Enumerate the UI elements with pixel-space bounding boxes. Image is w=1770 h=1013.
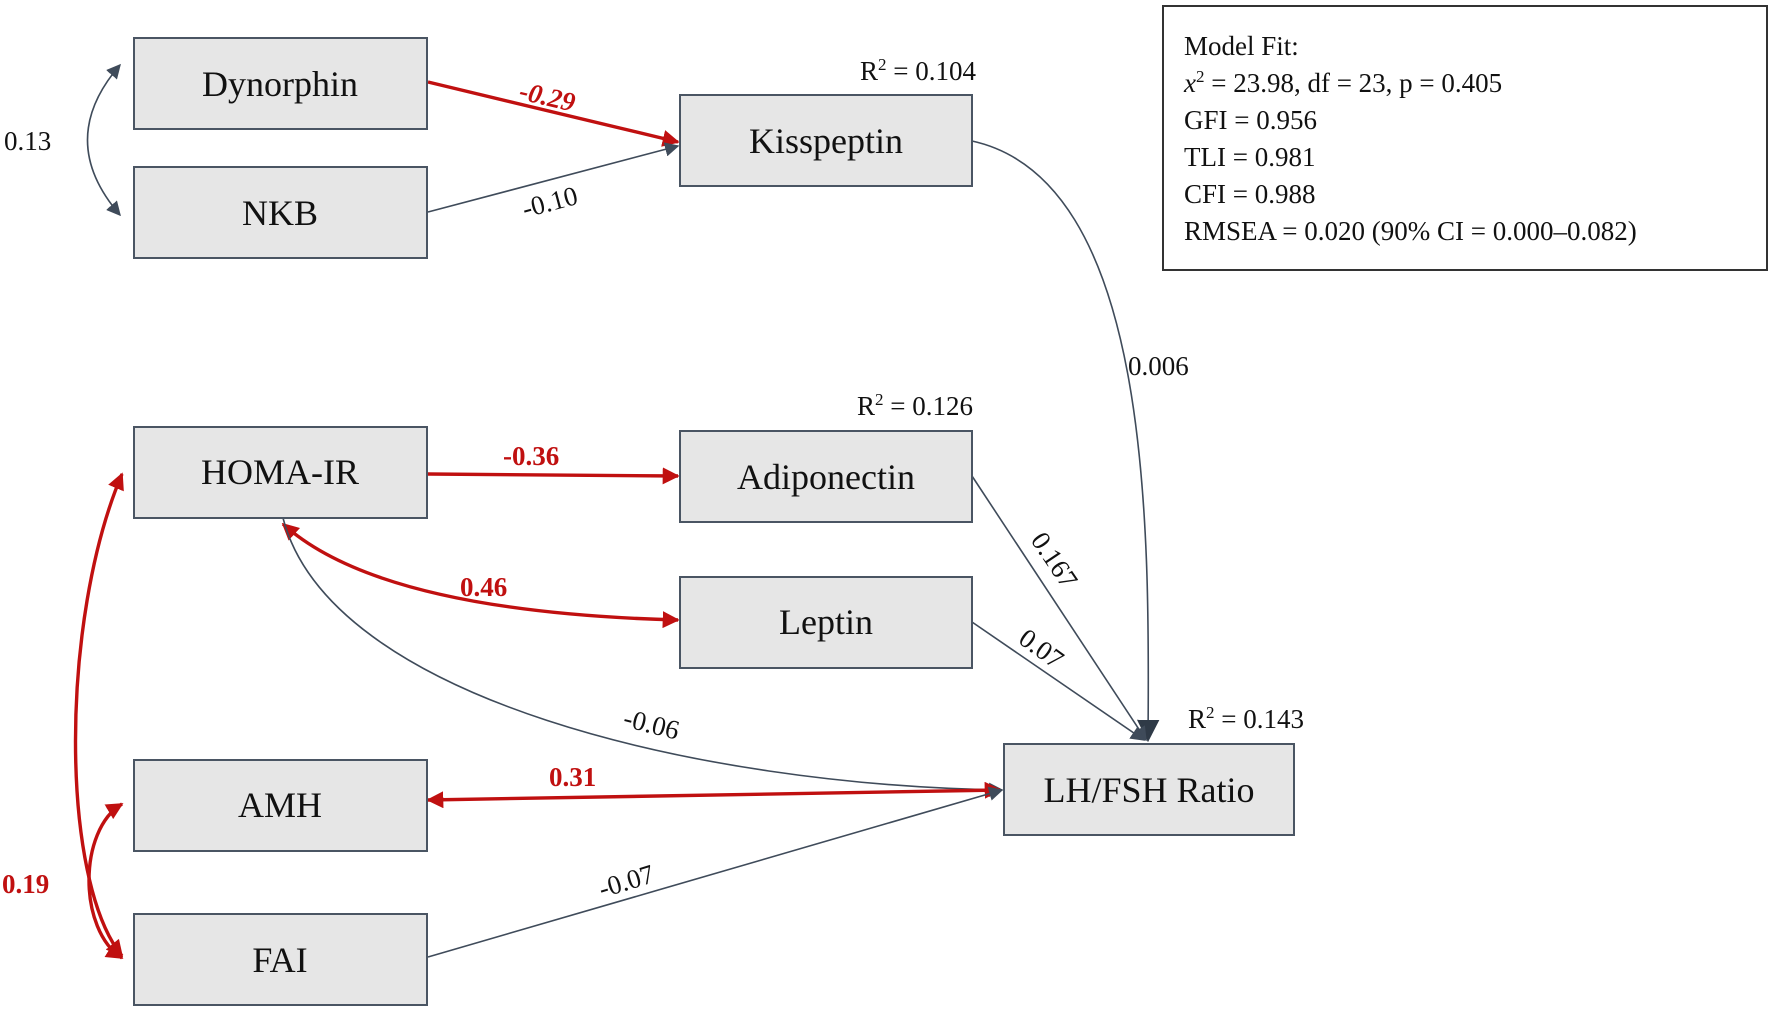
coef-homa-adiponectin: -0.36	[503, 441, 559, 471]
node-leptin: Leptin	[679, 576, 973, 669]
edge-dynorphin-kisspeptin	[427, 80, 680, 147]
node-nkb-label: NKB	[242, 193, 318, 233]
edge-homa-leptin	[281, 522, 680, 629]
coef-homa-lhfsh: -0.06	[621, 703, 683, 746]
coef-leptin-lhfsh: 0.07	[1013, 623, 1069, 675]
edge-fai-lhfsh	[427, 786, 1004, 958]
node-lh-fsh-label: LH/FSH Ratio	[1043, 770, 1254, 810]
node-nkb: NKB	[133, 166, 428, 259]
model-fit-title: Model Fit:	[1184, 31, 1299, 61]
edge-homa-fai	[73, 472, 124, 958]
node-kisspeptin-label: Kisspeptin	[749, 121, 903, 161]
coef-amh-lhfsh: 0.31	[549, 762, 596, 792]
model-fit-cfi: CFI = 0.988	[1184, 179, 1316, 209]
edge-homa-adiponectin	[427, 467, 680, 485]
node-dynorphin-label: Dynorphin	[202, 64, 358, 104]
edge-leptin-lhfsh	[971, 621, 1146, 741]
coef-dynorphin-nkb: 0.13	[4, 126, 51, 156]
edge-nkb-kisspeptin	[427, 142, 680, 213]
coef-kisspeptin-lhfsh: 0.006	[1128, 351, 1189, 381]
model-fit-rmsea: RMSEA = 0.020 (90% CI = 0.000–0.082)	[1184, 216, 1637, 246]
model-fit-chi-square: x2 = 23.98, df = 23, p = 0.405	[1183, 67, 1502, 98]
model-fit-tli: TLI = 0.981	[1184, 142, 1315, 172]
node-fai: FAI	[133, 913, 428, 1006]
r2-lh-fsh: R2 = 0.143	[1188, 703, 1304, 734]
model-fit-gfi: GFI = 0.956	[1184, 105, 1317, 135]
r2-adiponectin: R2 = 0.126	[857, 390, 973, 421]
node-lh-fsh: LH/FSH Ratio	[1003, 743, 1295, 836]
model-fit-box: Model Fit: x2 = 23.98, df = 23, p = 0.40…	[1162, 5, 1768, 271]
coef-fai-lhfsh: -0.07	[595, 859, 658, 904]
node-amh: AMH	[133, 759, 428, 852]
r2-kisspeptin: R2 = 0.104	[860, 55, 976, 86]
coef-adiponectin-lhfsh: 0.167	[1025, 527, 1084, 594]
node-fai-label: FAI	[252, 940, 307, 980]
edge-kisspeptin-lhfsh	[971, 140, 1160, 743]
node-amh-label: AMH	[238, 785, 322, 825]
edge-amh-lhfsh	[426, 781, 1002, 809]
node-kisspeptin: Kisspeptin	[679, 94, 973, 187]
edge-adiponectin-lhfsh	[971, 475, 1147, 742]
coef-nkb-kisspeptin: -0.10	[519, 180, 581, 224]
coef-amh-fai: 0.19	[2, 869, 49, 899]
node-dynorphin: Dynorphin	[133, 37, 428, 130]
edge-amh-fai	[87, 802, 124, 960]
node-homa-ir: HOMA-IR	[133, 426, 428, 519]
node-homa-ir-label: HOMA-IR	[201, 452, 359, 492]
edge-dynorphin-nkb	[86, 63, 121, 217]
node-leptin-label: Leptin	[779, 602, 873, 642]
node-adiponectin: Adiponectin	[679, 430, 973, 523]
node-adiponectin-label: Adiponectin	[737, 457, 915, 497]
coef-dynorphin-kisspeptin: -0.29	[517, 76, 579, 118]
coef-homa-leptin: 0.46	[460, 572, 507, 602]
